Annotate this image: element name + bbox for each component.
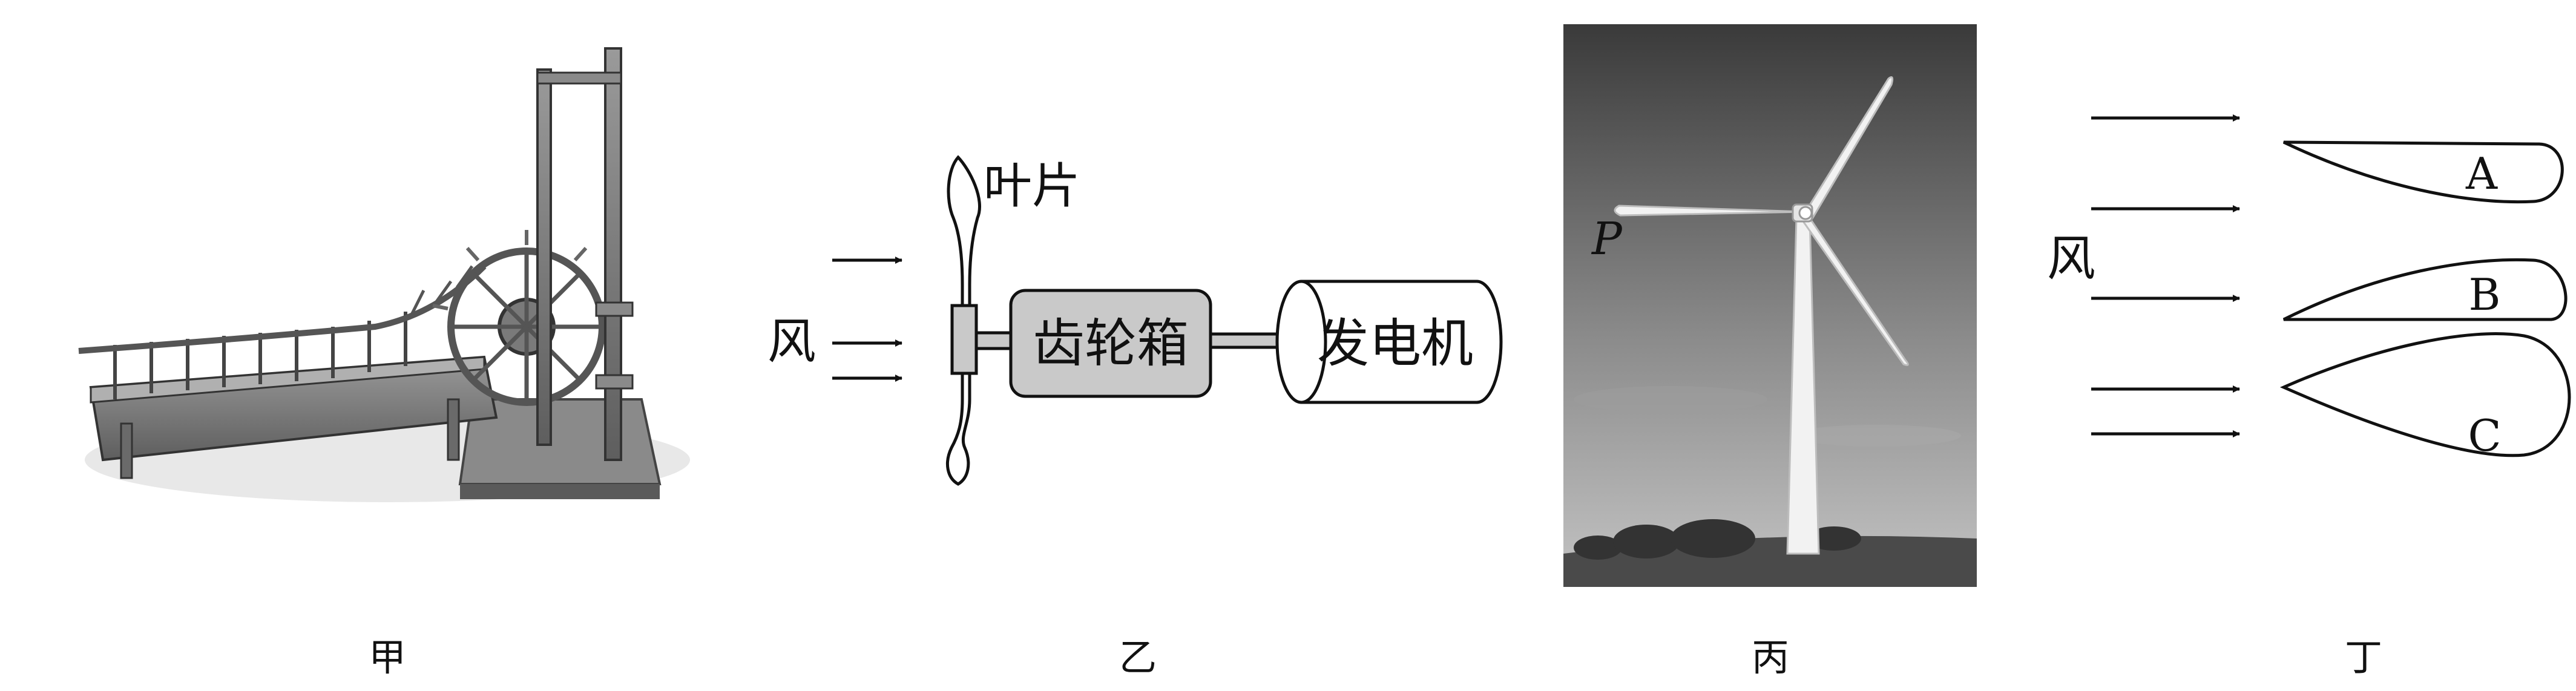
- waterwheel-illustration: [78, 47, 690, 502]
- panel-yi-labels: 风 叶片 齿轮箱 发电机 乙: [767, 158, 1473, 680]
- wind-label-ding: 风: [2047, 231, 2095, 287]
- panel-yi: [832, 155, 1503, 486]
- gearbox-label: 齿轮箱: [1033, 313, 1189, 374]
- panel-bing: P 丙: [1563, 24, 1977, 680]
- caption-yi: 乙: [1119, 635, 1157, 680]
- airfoil-b-label: B: [2469, 269, 2501, 320]
- wind-label-yi: 风: [767, 313, 816, 370]
- point-label-p: P: [1591, 213, 1623, 265]
- caption-ding: 丁: [2345, 635, 2382, 680]
- turbine-photo: [1563, 24, 1977, 587]
- airfoil-a: [2282, 140, 2564, 204]
- panel-jia: 甲: [78, 47, 690, 680]
- shaft-1: [974, 331, 1014, 350]
- caption-bing: 丙: [1752, 635, 1789, 680]
- airfoil-a-label: A: [2465, 148, 2498, 199]
- blade-label: 叶片: [984, 158, 1080, 214]
- caption-jia: 甲: [369, 635, 406, 680]
- generator-label: 发电机: [1317, 313, 1473, 374]
- generator-end: [1275, 280, 1327, 404]
- airfoil-b: [2282, 258, 2568, 321]
- airfoil-c: [2279, 332, 2571, 457]
- airfoil-c-label: C: [2468, 410, 2501, 461]
- panel-ding: [2091, 114, 2571, 457]
- generator: [1301, 280, 1503, 404]
- panel-ding-labels: 风 A B C 丁: [2047, 148, 2502, 680]
- blade-hub: [950, 304, 978, 375]
